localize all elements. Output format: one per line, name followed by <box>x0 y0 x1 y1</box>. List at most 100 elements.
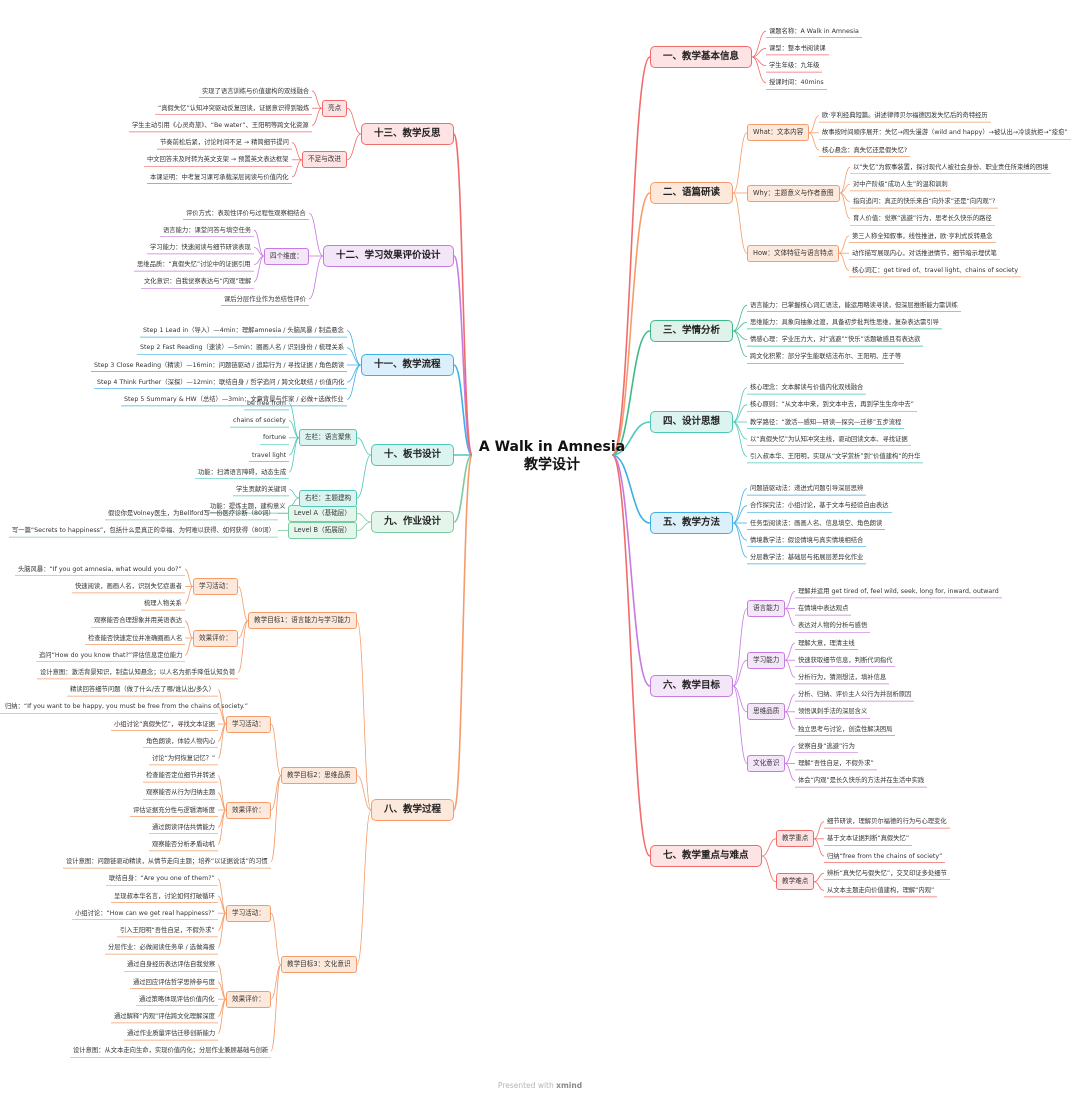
subtopic-node[interactable]: What：文本内容 <box>747 124 810 142</box>
leaf-node[interactable]: 观察能否分析矛盾动机 <box>152 840 215 848</box>
subtopic-node[interactable]: 效果评价： <box>193 629 238 647</box>
branch-topic[interactable]: 十、板书设计 <box>371 444 455 466</box>
leaf-node[interactable]: 授课时间：40mins <box>769 79 824 87</box>
central-topic[interactable]: A Walk in Amnesia 教学设计 <box>470 438 634 474</box>
leaf-node[interactable]: 观察能否从行为归纳主题 <box>146 789 216 797</box>
subtopic-node[interactable]: 亮点 <box>322 99 348 117</box>
leaf-node[interactable]: Step 3 Close Reading（精读）—16min：问题链驱动 / 追… <box>94 361 345 369</box>
leaf-node[interactable]: 功能：扫清语言障碍，动态生成 <box>198 468 287 476</box>
leaf-node[interactable]: 归纳：“If you want to be happy, you must be… <box>5 703 248 711</box>
leaf-node[interactable]: 分析、归纳、评价主人公行为并剖析原因 <box>798 691 912 699</box>
subtopic-node[interactable]: 不足与改进 <box>302 151 347 169</box>
leaf-node[interactable]: 基于文本证据判断“真假失忆” <box>827 835 910 843</box>
leaf-node[interactable]: 引入王阳明“吾性自足，不假外求” <box>120 926 215 934</box>
leaf-node[interactable]: 欧·亨利经典短篇。讲述律师贝尔福德因发失忆后的奇特经历 <box>822 112 988 120</box>
leaf-node[interactable]: 文化意识：自我觉察表达与“内观”理解 <box>144 278 252 286</box>
leaf-node[interactable]: 梳理人物关系 <box>144 600 182 608</box>
subtopic-node[interactable]: 教学目标3：文化意识 <box>281 956 357 974</box>
subtopic-node[interactable]: How：文体特征与语言特点 <box>747 244 840 262</box>
leaf-node[interactable]: 通过作业质量评估迁移创新能力 <box>127 1030 216 1038</box>
branch-topic[interactable]: 二、语篇研读 <box>650 182 734 204</box>
subtopic-node[interactable]: 学习活动： <box>226 715 271 733</box>
leaf-node[interactable]: 语言能力：课堂问答与填空任务 <box>163 226 252 234</box>
subtopic-node[interactable]: 学习活动： <box>193 577 238 595</box>
leaf-node[interactable]: 对中产阶级“成功人生”的温和讽刺 <box>853 180 948 188</box>
leaf-node[interactable]: 观察能否合理想象并用英语表达 <box>94 617 183 625</box>
subtopic-node[interactable]: 效果评价： <box>226 990 271 1008</box>
leaf-node[interactable]: 通过解释“内观”评估跨文化理解深度 <box>114 1012 215 1020</box>
leaf-node[interactable]: 语言能力：已掌握核心词汇语法，能运用略读寻读，但深层推断能力需训练 <box>750 301 958 309</box>
leaf-node[interactable]: 写一篇“Secrets to happiness”，包括什么是真正的幸福、为何难… <box>12 527 275 535</box>
leaf-node[interactable]: travel light <box>252 451 287 459</box>
leaf-node[interactable]: 讨论“为何恢复记忆？” <box>152 754 216 762</box>
leaf-node[interactable]: 小组讨论“真假失忆”，寻找文本证据 <box>114 720 215 728</box>
leaf-node[interactable]: 故事按时间顺序展开：失忆→闹头漫游（wild and happy）→被认出→冷谈… <box>822 129 1068 137</box>
leaf-node[interactable]: 从文本主题走向价值建构，理解“内观” <box>827 886 935 894</box>
leaf-node[interactable]: 学习能力：快速阅读与细节研读表现 <box>150 243 251 251</box>
leaf-node[interactable]: Step 5 Summary & HW（总结）—3min：文章背景与作家 / 必… <box>124 395 344 403</box>
subtopic-node[interactable]: 教学重点 <box>776 830 815 848</box>
leaf-node[interactable]: 精读回答细节问题（做了什么/去了哪/谁认出/多久） <box>70 686 215 694</box>
leaf-node[interactable]: 通过朗读评估共情能力 <box>152 823 215 831</box>
leaf-node[interactable]: 假设你是Volney医生，为Bellford写一份医疗诊断（80词） <box>108 509 275 517</box>
leaf-node[interactable]: 引入叔本华、王阳明，实现从“文学赏析”到“价值建构”的升华 <box>750 452 921 460</box>
branch-topic[interactable]: 三、学情分析 <box>650 320 734 342</box>
leaf-node[interactable]: 指向追问：真正的快乐来自“向外求”还是“向内观”? <box>853 198 996 206</box>
subtopic-node[interactable]: 文化意识 <box>747 754 786 772</box>
subtopic-node[interactable]: 学习能力 <box>747 651 786 669</box>
leaf-node[interactable]: 课后分层作业作为总结性评价 <box>224 295 306 303</box>
leaf-node[interactable]: 跨文化积累：部分学生能联结法布尔、王阳明、庄子等 <box>750 353 902 361</box>
leaf-node[interactable]: 本课证明：中考复习课可承载深层阅读与价值内化 <box>150 173 289 181</box>
leaf-node[interactable]: 体会“内观”是长久快乐的方法并在生活中实践 <box>798 777 925 785</box>
branch-topic[interactable]: 十一、教学流程 <box>361 354 454 376</box>
subtopic-node[interactable]: 四个维度： <box>264 247 309 265</box>
leaf-node[interactable]: 设计意图：从文本走向生命，实现价值内化；分层作业兼顾基础与创新 <box>73 1047 269 1055</box>
leaf-node[interactable]: 理解大意，理清主线 <box>798 639 855 647</box>
leaf-node[interactable]: 表达对人物的分析与感悟 <box>798 622 868 630</box>
subtopic-node[interactable]: Level A（基础层） <box>288 504 357 522</box>
leaf-node[interactable]: “真假失忆”认知冲突驱动反复回读，证据意识得到锻炼 <box>158 104 310 112</box>
leaf-node[interactable]: 核心悬念：真失忆还是假失忆? <box>822 146 908 154</box>
leaf-node[interactable]: 辨析“真失忆与假失忆”，交叉印证多处细节 <box>827 869 947 877</box>
subtopic-node[interactable]: 右栏：主题建构 <box>299 489 358 507</box>
branch-topic[interactable]: 十三、教学反思 <box>361 123 454 145</box>
branch-topic[interactable]: 五、教学方法 <box>650 512 734 534</box>
leaf-node[interactable]: be free from <box>247 399 286 407</box>
leaf-node[interactable]: 以“真假失忆”为认知冲突主线，驱动回读文本、寻找证据 <box>750 435 908 443</box>
leaf-node[interactable]: 细节研读，理解贝尔福德的行为与心理变化 <box>827 818 947 826</box>
leaf-node[interactable]: 追问“How do you know that?”评估信息定位能力 <box>39 651 183 659</box>
leaf-node[interactable]: Step 4 Think Further（深探）—12min：联结自身 / 哲学… <box>97 378 345 386</box>
leaf-node[interactable]: 理解“吾性自足，不假外求” <box>798 759 874 767</box>
branch-topic[interactable]: 十二、学习效果评价设计 <box>323 245 454 267</box>
leaf-node[interactable]: 通过策略体现评估价值内化 <box>139 995 215 1003</box>
leaf-node[interactable]: 归纳“free from the chains of society” <box>827 852 943 860</box>
subtopic-node[interactable]: 教学目标2：思维品质 <box>281 767 357 785</box>
leaf-node[interactable]: 分层教学法：基础层与拓展层差异化作业 <box>750 553 864 561</box>
leaf-node[interactable]: 节奏前松后紧，讨论时间不足 → 精简细节提问 <box>160 139 289 147</box>
leaf-node[interactable]: 独立思考与讨论，创造性解决困局 <box>798 725 893 733</box>
subtopic-node[interactable]: 思维品质 <box>747 703 786 721</box>
leaf-node[interactable]: 快速获取细节信息，判断代词指代 <box>798 656 893 664</box>
leaf-node[interactable]: 育人价值：觉察“逃避”行为，思考长久快乐的路径 <box>853 215 992 223</box>
subtopic-node[interactable]: 左栏：语言聚焦 <box>299 429 358 447</box>
leaf-node[interactable]: 学生年级：九年级 <box>769 62 820 70</box>
leaf-node[interactable]: 理解并运用 get tired of, feel wild, seek, lon… <box>798 587 999 595</box>
branch-topic[interactable]: 一、教学基本信息 <box>650 46 753 68</box>
leaf-node[interactable]: 以“失忆”为叙事装置，探讨现代人被社会身份、职业责任所束缚的困境 <box>853 163 1049 171</box>
subtopic-node[interactable]: 教学目标1：语言能力与学习能力 <box>248 612 357 630</box>
branch-topic[interactable]: 九、作业设计 <box>371 511 455 533</box>
leaf-node[interactable]: Step 1 Lead in（导入）—4min：理解amnesia / 头脑风暴… <box>143 327 344 335</box>
subtopic-node[interactable]: 教学难点 <box>776 873 815 891</box>
subtopic-node[interactable]: 语言能力 <box>747 600 786 618</box>
leaf-node[interactable]: 学生贡献的关键词 <box>236 485 287 493</box>
leaf-node[interactable]: 通过回应评估哲学思辨参与度 <box>133 978 215 986</box>
leaf-node[interactable]: 思维能力：具象向抽象过渡，具备初步批判性思维，复杂表达需引导 <box>750 318 939 326</box>
leaf-node[interactable]: 在情境中表达观点 <box>798 605 849 613</box>
subtopic-node[interactable]: Why：主题意义与作者意图 <box>747 184 840 202</box>
leaf-node[interactable]: 合作探究法：小组讨论，基于文本与经验自由表达 <box>750 502 889 510</box>
leaf-node[interactable]: 第三人称全知叙事，线性推进，欧·亨利式反转悬念 <box>852 232 993 240</box>
leaf-node[interactable]: 呈现叔本华名言，讨论如何打破循环 <box>114 892 215 900</box>
leaf-node[interactable]: 思维品质：“真假失忆”讨论中的证据引用 <box>137 261 251 269</box>
subtopic-node[interactable]: 学习活动： <box>226 904 271 922</box>
leaf-node[interactable]: 检查能否快速定位并准确圈画人名 <box>88 634 183 642</box>
